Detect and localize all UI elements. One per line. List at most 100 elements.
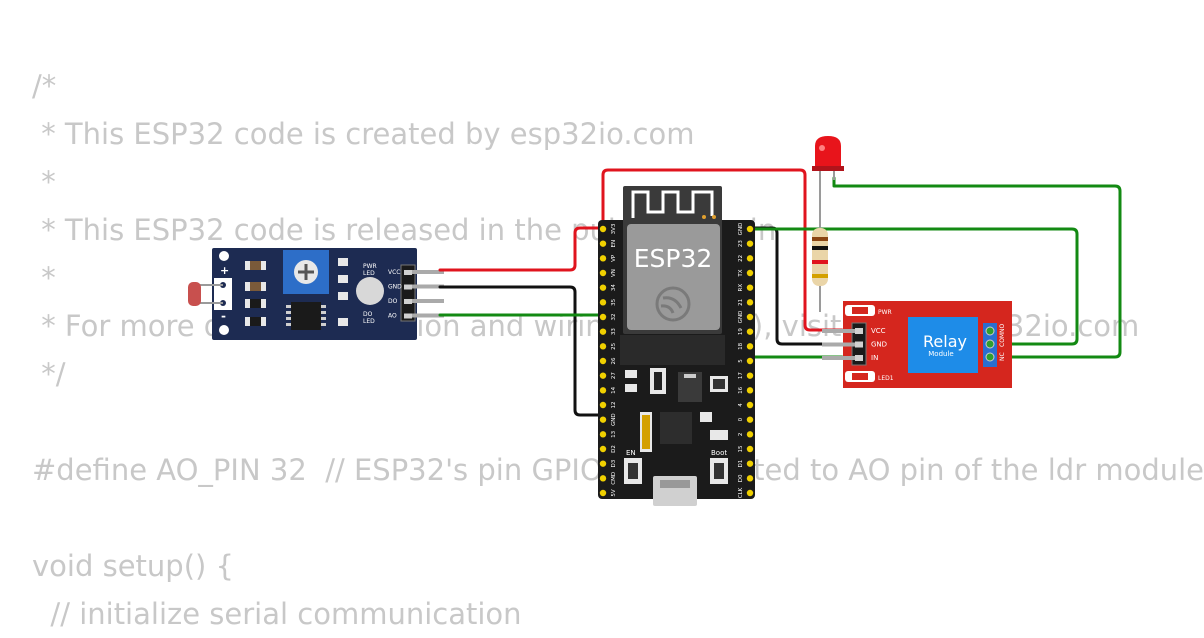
esp32-pin-left[interactable]: [599, 460, 607, 467]
esp32-pin-label: 5: [738, 359, 744, 363]
esp32-pin-right[interactable]: [746, 343, 754, 350]
esp32-pin-label: GND: [611, 413, 617, 426]
relay-pin-vcc[interactable]: [855, 328, 863, 334]
esp32-pin-right[interactable]: [746, 357, 754, 365]
esp32-pin-label: 19: [738, 328, 744, 335]
relay-contact-label: NC: [999, 352, 1006, 361]
esp32-pin-right[interactable]: [746, 401, 754, 409]
esp32-pin-left[interactable]: [599, 299, 607, 306]
resistor[interactable]: [812, 220, 828, 312]
code-line: */: [32, 357, 66, 391]
relay-component: [908, 317, 978, 373]
code-line: // initialize serial communication: [32, 597, 522, 631]
esp32-pin-left[interactable]: [599, 475, 607, 482]
relay-pin-label: VCC: [871, 327, 886, 335]
wire-ldr-gnd[interactable]: [438, 285, 605, 417]
do-led-label-2: LED: [363, 318, 375, 325]
esp32-pin-right[interactable]: [746, 489, 754, 497]
wire-ldr-vcc[interactable]: [438, 226, 605, 272]
esp32-pin-label: GND: [738, 311, 744, 324]
esp32-label: ESP32: [634, 244, 713, 273]
esp32-pin-label: 26: [611, 357, 617, 364]
wire-relay-com[interactable]: [748, 227, 1079, 346]
esp32-pin-left[interactable]: [599, 284, 607, 291]
esp32-board[interactable]: ESP32 EN Boot 3V3ENVPVN34353233252627141…: [598, 186, 755, 506]
esp32-pin-right[interactable]: [746, 284, 754, 291]
esp32-pin-left[interactable]: [599, 269, 607, 277]
esp32-pin-label: TX: [738, 269, 744, 277]
code-line: void setup() {: [32, 549, 234, 583]
esp32-pin-left[interactable]: [599, 313, 607, 321]
esp32-pin-label: D1: [738, 460, 744, 468]
esp32-pin-label: VN: [611, 269, 617, 277]
esp32-pin-right[interactable]: [746, 460, 754, 467]
esp32-pin-left[interactable]: [599, 328, 607, 335]
esp32-pin-label: 17: [738, 372, 744, 379]
esp32-pin-right[interactable]: [746, 225, 754, 233]
esp32-pin-label: 16: [738, 386, 744, 393]
relay-pin-in[interactable]: [855, 355, 863, 361]
resistor-body: [812, 228, 828, 286]
esp32-pin-right[interactable]: [746, 387, 754, 394]
ldr-pin-vcc[interactable]: [404, 270, 412, 275]
antenna-trace: [631, 190, 714, 218]
esp32-pin-right[interactable]: [746, 269, 754, 277]
esp32-pin-right[interactable]: [746, 431, 754, 438]
esp32-pin-left[interactable]: [599, 255, 607, 262]
esp32-pin-label: 15: [738, 445, 744, 452]
red-led[interactable]: [812, 136, 844, 240]
code-line: #define AO_PIN 32 // ESP32's pin GPIO32 …: [32, 453, 1204, 487]
ldr-pin-gnd[interactable]: [404, 284, 412, 290]
ldr-pin-label: GND: [388, 284, 402, 291]
esp32-pin-label: 21: [738, 299, 744, 306]
esp32-pin-label: 27: [611, 372, 617, 379]
esp32-pin-label: 0: [738, 417, 744, 421]
comparator-chip: [291, 302, 321, 330]
esp32-pin-left[interactable]: [599, 416, 607, 423]
boot-label: Boot: [711, 449, 727, 457]
minus-label: -: [221, 309, 226, 323]
relay-led1-label: LED1: [878, 375, 894, 382]
en-label: EN: [626, 449, 636, 457]
esp32-pin-label: D3: [611, 459, 617, 467]
esp32-pin-left[interactable]: [599, 489, 607, 497]
esp32-pin-left[interactable]: [599, 401, 607, 409]
esp32-pin-label: 2: [738, 433, 744, 437]
esp32-pin-label: 4: [738, 403, 744, 407]
esp32-pin-right[interactable]: [746, 255, 754, 262]
esp32-pin-label: 25: [611, 342, 617, 349]
esp32-pin-label: 33: [611, 328, 617, 335]
esp32-pin-left[interactable]: [599, 431, 607, 438]
wire-relay-gnd[interactable]: [748, 226, 844, 346]
relay-pin-gnd[interactable]: [855, 341, 863, 348]
wires: [438, 168, 1122, 417]
esp32-pin-right[interactable]: [746, 299, 754, 306]
relay-subtitle: Module: [928, 350, 953, 358]
esp32-pin-right[interactable]: [746, 416, 754, 423]
esp32-pin-right[interactable]: [746, 372, 754, 379]
esp32-pin-left[interactable]: [599, 372, 607, 379]
ldr-pin-do[interactable]: [404, 299, 412, 304]
esp32-pin-left[interactable]: [599, 357, 607, 365]
esp32-pin-left[interactable]: [599, 225, 607, 233]
esp32-pin-label: 34: [611, 284, 617, 291]
ldr-pin-ao[interactable]: [404, 313, 412, 319]
esp32-pin-left[interactable]: [599, 240, 607, 247]
ldr-module[interactable]: + - PWR LED DO LED VCC: [188, 248, 444, 340]
esp32-pin-left[interactable]: [599, 343, 607, 350]
esp32-pin-label: 3V3: [611, 223, 617, 234]
esp32-pin-right[interactable]: [746, 475, 754, 482]
esp32-pin-right[interactable]: [746, 240, 754, 247]
esp32-pin-right[interactable]: [746, 313, 754, 321]
esp32-shield: [627, 224, 720, 330]
esp32-pin-right[interactable]: [746, 445, 754, 453]
wire-led-no[interactable]: [832, 176, 1122, 359]
esp32-pin-label: 12: [611, 402, 617, 409]
photoresistor: [188, 282, 201, 306]
esp32-pin-left[interactable]: [599, 387, 607, 394]
esp32-pin-label: 23: [738, 240, 744, 247]
esp32-pin-left[interactable]: [599, 445, 607, 453]
esp32-pin-label: CLK: [738, 487, 744, 498]
esp32-pin-right[interactable]: [746, 328, 754, 335]
